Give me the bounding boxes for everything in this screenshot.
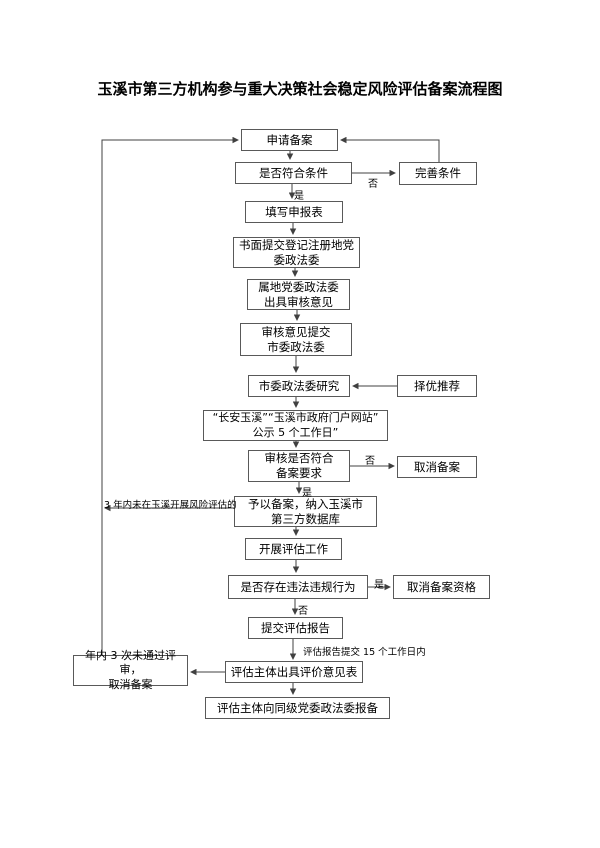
edge-fail-loop-to-apply (101, 136, 239, 655)
node-review-filing: 审核是否符合 备案要求 (248, 450, 350, 482)
node-check-conditions: 是否符合条件 (235, 162, 352, 184)
node-fill-form: 填写申报表 (245, 201, 343, 223)
node-cancel-filing: 取消备案 (397, 456, 477, 478)
edge-improve-loop-to-apply (340, 136, 440, 162)
node-grant-filing: 予以备案，纳入玉溪市 第三方数据库 (234, 496, 377, 527)
edge-label-no-submit-report: 否 (298, 606, 308, 617)
node-cancel-qualification: 取消备案资格 (393, 575, 490, 599)
node-municipal-research: 市委政法委研究 (248, 375, 350, 397)
annotation-three-years: 3 年内未在玉溪开展风险评估的 (104, 500, 237, 511)
node-report-filing: 评估主体向同级党委政法委报备 (205, 697, 390, 719)
node-written-submit: 书面提交登记注册地党 委政法委 (233, 237, 360, 268)
edge-label-no-improve: 否 (368, 179, 378, 190)
node-evaluation-form: 评估主体出具评价意见表 (225, 661, 363, 683)
node-fail-three-times: 年内 3 次未通过评审， 取消备案 (73, 649, 188, 691)
edge-label-no-cancel: 否 (365, 456, 375, 467)
edge-label-yes-cancel-qualification: 是 (374, 580, 384, 591)
edge-label-yes-fill: 是 (294, 191, 304, 202)
node-submit-report: 提交评估报告 (248, 617, 343, 639)
edge-label-yes-grant: 是 (302, 488, 312, 499)
node-merit-recommend: 择优推荐 (397, 375, 477, 397)
node-publicity: “长安玉溪”“玉溪市政府门户网站” 公示 5 个工作日” (203, 410, 388, 441)
node-conduct-assessment: 开展评估工作 (245, 538, 342, 560)
node-apply: 申请备案 (241, 129, 338, 151)
annotation-fifteen-days: 评估报告提交 15 个工作日内 (303, 647, 426, 658)
flowchart-title: 玉溪市第三方机构参与重大决策社会稳定风险评估备案流程图 (97, 80, 503, 98)
node-violation-check: 是否存在违法违规行为 (228, 575, 368, 599)
node-submit-opinion: 审核意见提交 市委政法委 (240, 323, 352, 356)
node-improve-conditions: 完善条件 (399, 162, 477, 185)
node-local-opinion: 属地党委政法委 出具审核意见 (247, 279, 350, 310)
